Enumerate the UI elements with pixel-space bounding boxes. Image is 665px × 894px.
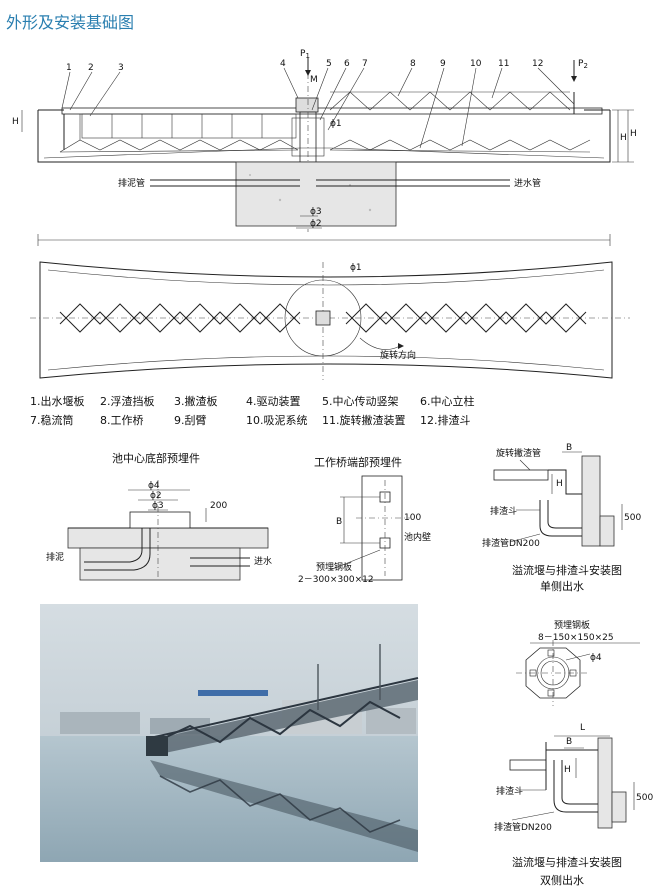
legend-1: 1.出水堰板 [30, 394, 85, 408]
legend-12: 12.排渣斗 [420, 413, 471, 427]
single-caption1: 溢流堰与排渣斗安装图 [512, 563, 622, 577]
legend-10: 10.吸泥系统 [246, 414, 308, 427]
h-label: H [620, 133, 627, 143]
callout-9: 9 [440, 59, 446, 69]
center-phi3: ϕ3 [152, 501, 164, 511]
callout-3: 3 [118, 63, 124, 73]
bridge-plate: 预埋钢板 [316, 561, 352, 573]
double-caption2: 双侧出水 [540, 873, 584, 887]
single-h3: H [556, 479, 563, 489]
legend-2: 2.浮渣挡板 [100, 394, 155, 408]
bridge-wall: 池内壁 [404, 531, 431, 543]
plan-phi1: ϕ1 [350, 263, 362, 273]
center-inlet: 进水 [254, 555, 272, 567]
center-dim200: 200 [210, 501, 227, 511]
left-panels [81, 113, 297, 139]
detail-center-title: 池中心底部预埋件 [112, 451, 200, 465]
p1-label: P1 [300, 49, 310, 60]
legend-8: 8.工作桥 [100, 414, 144, 427]
detail-bridge-title: 工作桥端部预埋件 [314, 455, 402, 469]
phi2-label: ϕ2 [310, 219, 322, 229]
installation-photo [40, 604, 419, 862]
double-dim500: 500 [636, 793, 653, 803]
h1-label: H [630, 129, 637, 139]
detail-single-outlet: 旋转撇渣管 B H 500 排渣斗 排渣管DN200 溢流堰与排渣斗安装图 单侧… [482, 443, 641, 593]
callout-4: 4 [280, 59, 286, 69]
double-l: L [580, 723, 585, 733]
bridge-plate-spec: 2－300×300×12 [298, 575, 374, 585]
callout-12: 12 [532, 59, 543, 69]
single-hopper: 排渣斗 [490, 505, 517, 517]
rotation-label: 旋转方向 [380, 349, 416, 361]
double-plate: 预埋钢板 [554, 619, 590, 631]
double-hopper: 排渣斗 [496, 785, 523, 797]
legend-6: 6.中心立柱 [420, 394, 475, 408]
single-skimmer-pipe: 旋转撇渣管 [496, 447, 541, 459]
callout-2: 2 [88, 63, 94, 73]
detail-double-outlet: 预埋钢板 8－150×150×25 ϕ4 L B H 500 排渣斗 排渣管DN… [494, 619, 653, 887]
double-h3: H [564, 765, 571, 775]
double-caption1: 溢流堰与排渣斗安装图 [512, 855, 622, 869]
callout-11: 11 [498, 59, 509, 69]
phi3-label: ϕ3 [310, 207, 322, 217]
callout-8: 8 [410, 59, 416, 69]
legend-7: 7.稳流筒 [30, 413, 74, 427]
h2-label: H [12, 117, 19, 127]
callout-5: 5 [326, 59, 332, 69]
section-view: 1 2 3 4 5 6 7 8 9 10 11 12 P1 P2 M ϕ1 ϕ3… [12, 49, 637, 246]
single-pipe: 排渣管DN200 [482, 537, 540, 549]
center-drain: 排泥 [46, 551, 64, 563]
single-caption2: 单侧出水 [540, 579, 584, 593]
p2-label: P2 [578, 59, 588, 70]
legend-9: 9.刮臂 [174, 413, 207, 427]
legend-4: 4.驱动装置 [246, 395, 301, 408]
callout-1: 1 [66, 63, 72, 73]
bridge-dim100: 100 [404, 513, 421, 523]
outlet-pipe-label: 排泥管 [118, 177, 145, 189]
legend: 1.出水堰板 2.浮渣挡板 3.撇渣板 4.驱动装置 5.中心传动竖架 6.中心… [30, 394, 475, 427]
detail-center-bottom: 池中心底部预埋件 ϕ4 ϕ2 ϕ3 200 排泥 进水 [46, 451, 272, 581]
callout-10: 10 [470, 59, 482, 69]
center-phi2: ϕ2 [150, 491, 162, 501]
page-title: 外形及安装基础图 [6, 13, 134, 32]
double-phi4: ϕ4 [590, 653, 602, 663]
legend-3: 3.撇渣板 [174, 394, 218, 408]
bridge-b: B [336, 517, 342, 527]
detail-bridge-end: 工作桥端部预埋件 100 B 池内壁 预埋钢板 2－300×300×12 [298, 455, 431, 585]
legend-5: 5.中心传动竖架 [322, 395, 399, 408]
single-b1: B [566, 443, 572, 453]
plan-view: ϕ1 旋转方向 [30, 261, 630, 380]
callout-6: 6 [344, 59, 350, 69]
legend-11: 11.旋转撇渣装置 [322, 413, 406, 427]
double-pipe: 排渣管DN200 [494, 821, 552, 833]
inlet-pipe-label: 进水管 [514, 177, 541, 189]
m-label: M [310, 75, 318, 85]
double-b1: B [566, 737, 572, 747]
callout-7: 7 [362, 59, 368, 69]
center-phi4: ϕ4 [148, 481, 160, 491]
single-dim500: 500 [624, 513, 641, 523]
double-plate-spec: 8－150×150×25 [538, 633, 614, 643]
phi1-label: ϕ1 [330, 119, 342, 129]
